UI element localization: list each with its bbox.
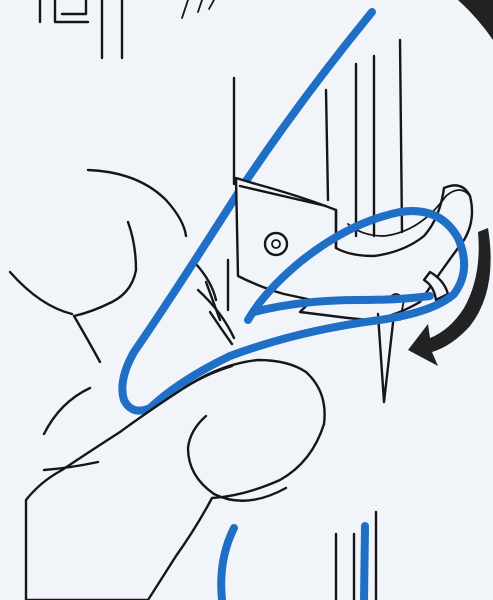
machine-fragment-top — [40, 0, 214, 58]
thread-down — [221, 528, 234, 600]
curved-arrow-icon — [458, 0, 493, 40]
bottom-rods — [336, 512, 376, 600]
screw-head — [265, 233, 287, 255]
pointing-finger — [26, 360, 325, 600]
